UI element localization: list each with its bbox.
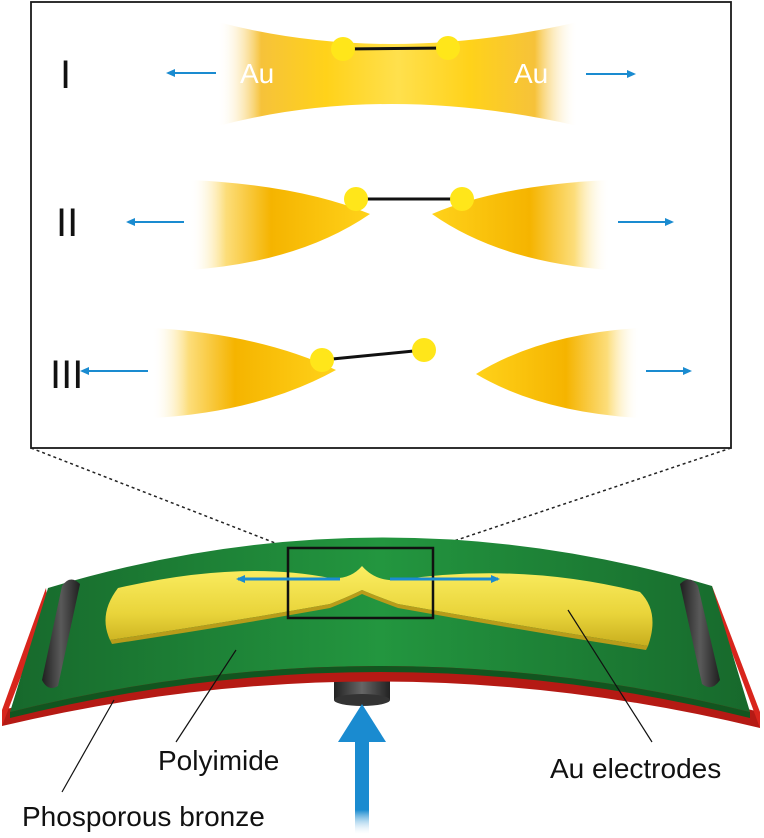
push-arrow-up: [338, 704, 386, 834]
substrate-label: Phosporous bronze: [22, 801, 265, 832]
stage-2-left-electrode: [190, 180, 370, 270]
bronze-substrate-side-right: [712, 586, 760, 728]
stage-2: II: [56, 180, 674, 270]
polyimide-leader: [175, 649, 237, 743]
stage-1-molecule-atom-right: [436, 36, 460, 60]
stage-1-right-metal-label: Au: [514, 58, 548, 89]
zoom-line-left: [30, 447, 289, 549]
stage-3-molecule-bond: [321, 348, 425, 362]
stage-1-molecule-atom-left: [331, 37, 355, 61]
zoom-region-box: [286, 546, 435, 620]
stage-3-molecule-atom-right: [412, 338, 436, 362]
zoom-line-right: [432, 447, 732, 549]
stage-3-label: III: [50, 353, 83, 397]
stage-3-molecule-atom-left: [310, 348, 334, 372]
support-rod-left: [42, 579, 80, 688]
stage-2-label: II: [56, 201, 78, 245]
polyimide-label: Polyimide: [158, 745, 279, 776]
au-electrode-film: [105, 566, 653, 646]
stage-3-right-electrode: [476, 328, 640, 418]
support-rod-right: [680, 579, 720, 688]
electrodes-leader: [567, 609, 653, 743]
stage-1-molecule-bond: [342, 46, 449, 51]
stage-1-left-metal-label: Au: [240, 58, 274, 89]
stage-2-molecule-atom-right: [450, 187, 474, 211]
stage-2-right-electrode: [432, 180, 610, 270]
electrodes-label: Au electrodes: [550, 753, 721, 784]
stage-3-left-electrode: [152, 328, 336, 418]
stage-1-gold-bridge: [218, 22, 578, 126]
substrate-leader: [61, 699, 115, 793]
stage-3: III: [50, 328, 692, 418]
bronze-substrate-side: [2, 588, 48, 726]
stage-1: I Au Au: [60, 22, 636, 126]
stage-1-label: I: [60, 53, 71, 97]
stage-2-molecule-atom-left: [344, 187, 368, 211]
polyimide-front-edge: [10, 666, 750, 718]
